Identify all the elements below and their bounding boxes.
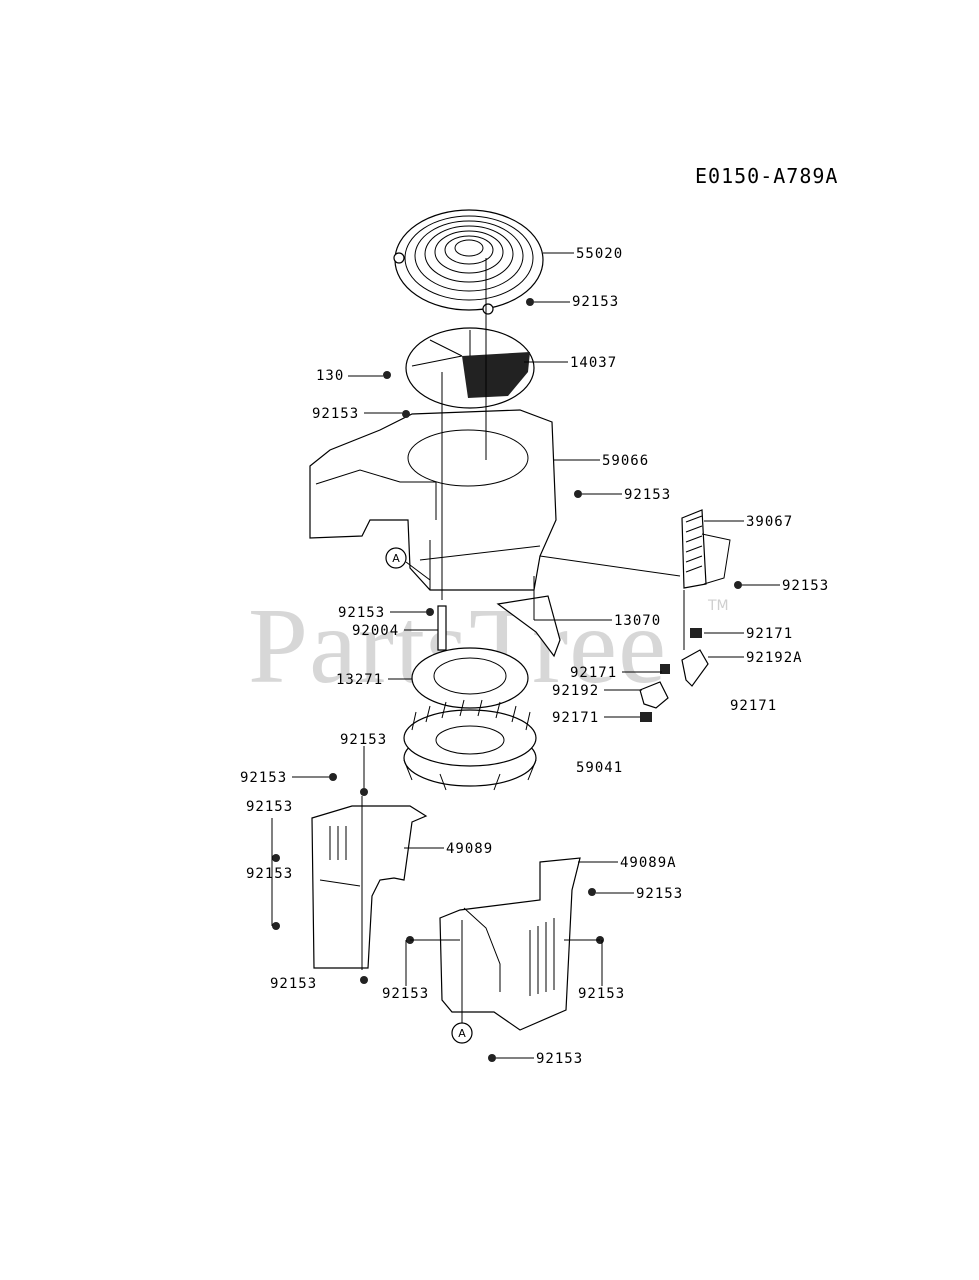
ref-mark-lower: A <box>458 1027 466 1040</box>
part-label-92171[interactable]: 92171 <box>746 626 794 642</box>
gasket-drawing <box>411 647 529 709</box>
part-label-13271[interactable]: 13271 <box>336 672 384 688</box>
ref-mark-upper: A <box>392 552 400 565</box>
part-label-92192A[interactable]: 92192A <box>746 650 803 666</box>
part-label-39067[interactable]: 39067 <box>746 514 794 530</box>
right-shroud-drawing <box>439 857 581 1031</box>
part-label-92171[interactable]: 92171 <box>730 698 778 714</box>
diagram-code: E0150-A789A <box>695 164 839 188</box>
part-label-55020[interactable]: 55020 <box>576 246 624 262</box>
reference-marks <box>385 547 473 1044</box>
part-label-59041[interactable]: 59041 <box>576 760 624 776</box>
watermark-trademark: TM <box>708 598 729 614</box>
flywheel-fan-drawing <box>403 699 537 791</box>
part-label-92153[interactable]: 92153 <box>382 986 430 1002</box>
part-label-92153[interactable]: 92153 <box>578 986 626 1002</box>
part-label-49089[interactable]: 49089 <box>446 841 494 857</box>
oil-cooler-drawing <box>681 509 731 589</box>
part-label-92153[interactable]: 92153 <box>338 605 386 621</box>
part-label-92192[interactable]: 92192 <box>552 683 600 699</box>
part-label-13070[interactable]: 13070 <box>614 613 662 629</box>
part-label-92153[interactable]: 92153 <box>270 976 318 992</box>
part-label-92153[interactable]: 92153 <box>624 487 672 503</box>
part-label-130[interactable]: 130 <box>316 368 345 384</box>
baffle-drawing <box>496 595 561 658</box>
part-label-92004[interactable]: 92004 <box>352 623 400 639</box>
part-label-59066[interactable]: 59066 <box>602 453 650 469</box>
blower-housing-drawing <box>309 409 557 591</box>
part-label-14037[interactable]: 14037 <box>570 355 618 371</box>
part-label-92153[interactable]: 92153 <box>246 866 294 882</box>
part-label-92153[interactable]: 92153 <box>636 886 684 902</box>
stud-drawing <box>437 605 447 651</box>
fan-screen-drawing <box>393 209 544 315</box>
part-label-92153[interactable]: 92153 <box>572 294 620 310</box>
part-label-92153[interactable]: 92153 <box>536 1051 584 1067</box>
part-label-92153[interactable]: 92153 <box>312 406 360 422</box>
leader-lines <box>271 252 780 1059</box>
part-label-92153[interactable]: 92153 <box>782 578 830 594</box>
part-label-92153[interactable]: 92153 <box>246 799 294 815</box>
part-label-92171[interactable]: 92171 <box>552 710 600 726</box>
part-label-92153[interactable]: 92153 <box>240 770 288 786</box>
bolts-drawing <box>272 298 742 1062</box>
part-label-92171[interactable]: 92171 <box>570 665 618 681</box>
hose-drawing <box>639 628 709 722</box>
part-label-49089A[interactable]: 49089A <box>620 855 677 871</box>
part-label-92153[interactable]: 92153 <box>340 732 388 748</box>
fan-plate-drawing <box>405 327 535 409</box>
